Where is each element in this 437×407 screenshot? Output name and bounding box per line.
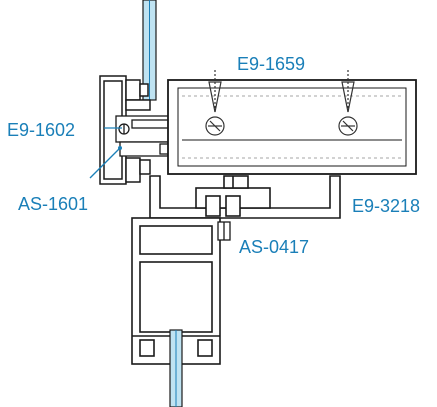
- leader-as-1601: [89, 147, 121, 179]
- screw-left: [205, 70, 225, 136]
- label-e9-1602: E9-1602: [7, 120, 76, 140]
- label-e9-1659: E9-1659: [237, 54, 306, 74]
- label-e9-3218: E9-3218: [352, 196, 421, 216]
- screw-right: [338, 70, 358, 136]
- base-profile-e9-3218: [149, 175, 341, 219]
- bottom-glass-pane: [169, 329, 183, 407]
- label-as-1601: AS-1601: [18, 194, 89, 214]
- clip-as-0417: [217, 221, 231, 241]
- label-as-0417: AS-0417: [239, 237, 310, 257]
- cover-profile-e9-1659: [167, 79, 417, 175]
- leader-lines: [89, 127, 122, 179]
